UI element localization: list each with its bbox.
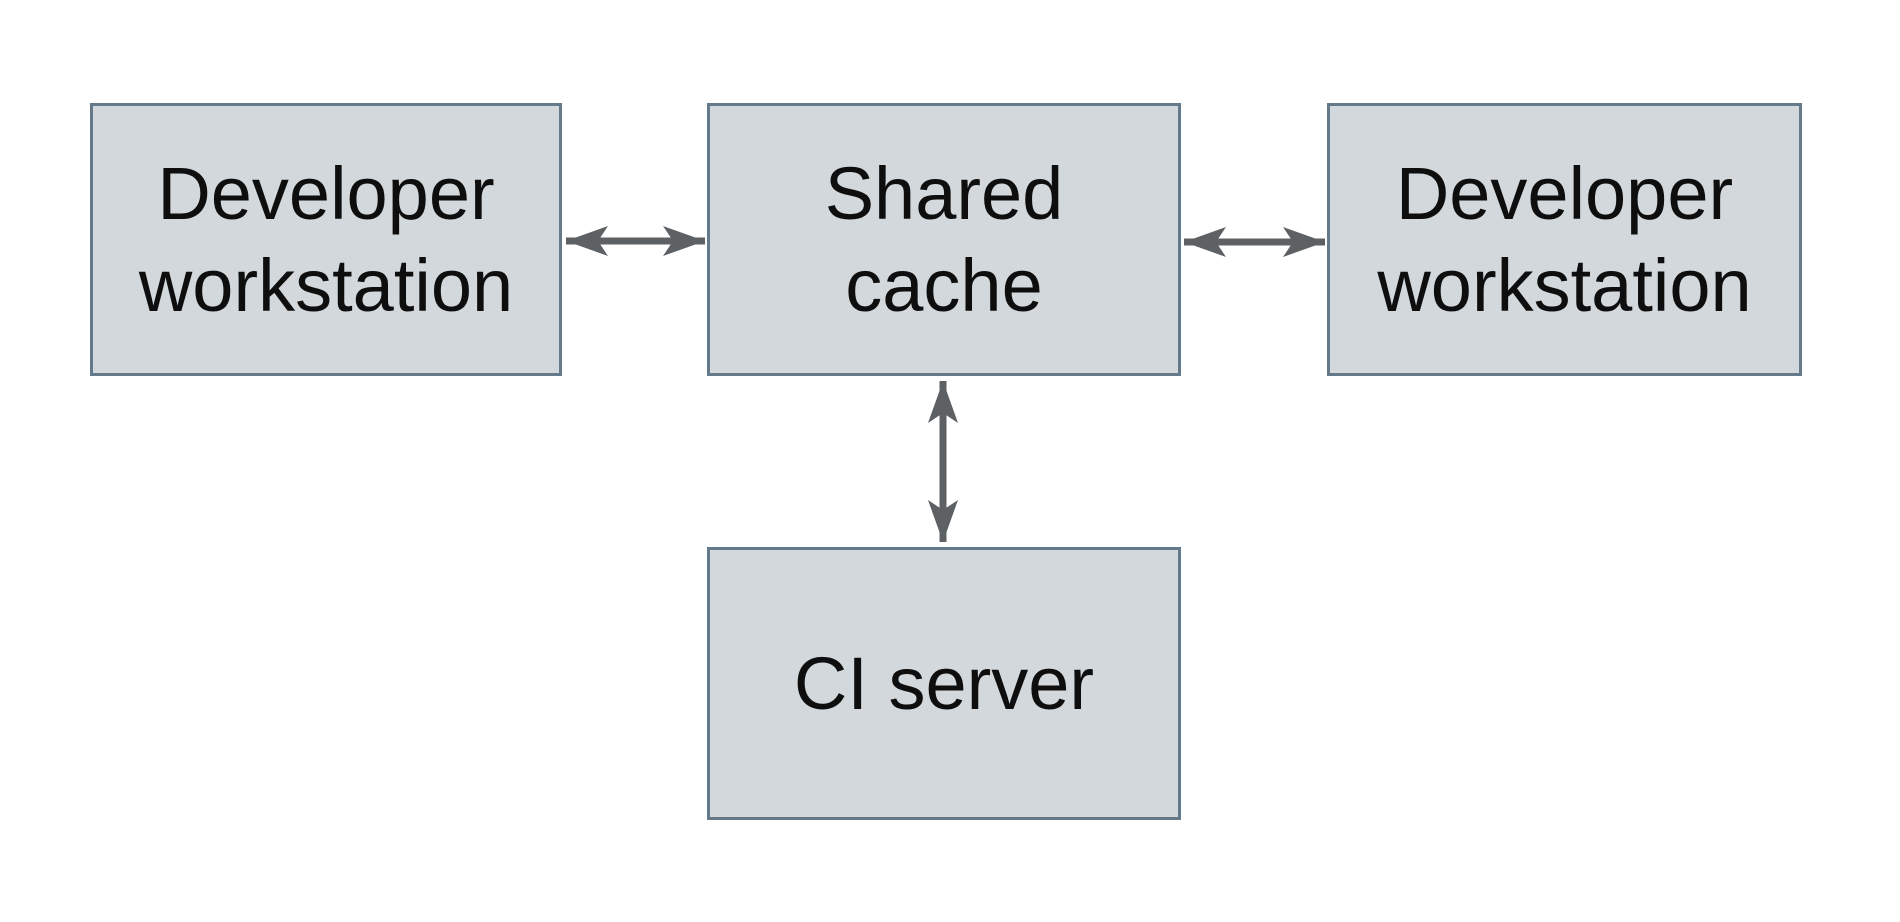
node-label: CI server [793,641,1095,725]
node-label: Shared cache [824,151,1064,327]
node-developer-workstation-left: Developer workstation [90,103,562,376]
node-label: Developer workstation [138,151,514,327]
node-shared-cache: Shared cache [707,103,1181,376]
node-developer-workstation-right: Developer workstation [1327,103,1802,376]
node-label: Developer workstation [1377,151,1752,327]
node-ci-server: CI server [707,547,1181,820]
